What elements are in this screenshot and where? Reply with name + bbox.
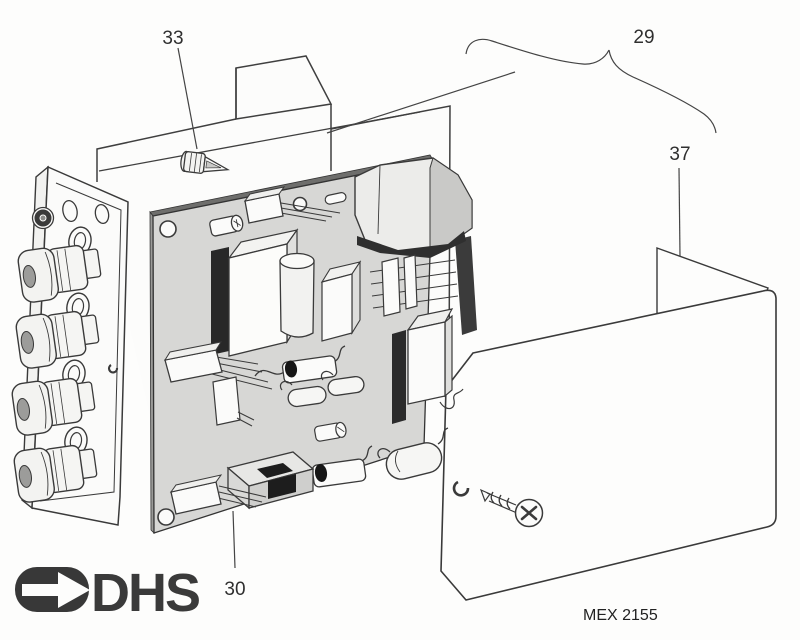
pcb-slot: [324, 192, 347, 205]
pin-header: [243, 186, 341, 224]
leader-line-37: [678, 167, 681, 257]
diode-pill: [279, 370, 365, 408]
panel-hole: [62, 199, 78, 223]
pin-header: [169, 474, 267, 515]
resistor: [254, 345, 346, 384]
leader-line-33: [177, 47, 198, 150]
chassis-fold-tab: [235, 55, 333, 171]
panel-hole: [94, 203, 110, 225]
callout-29-label: 29: [633, 27, 654, 48]
panel-screw-hole: [107, 364, 119, 374]
cast-shadow: [455, 236, 477, 335]
narrow-box-component: [212, 376, 255, 427]
callouts: [177, 38, 717, 569]
small-box-component: [320, 260, 362, 342]
pcb-hole: [157, 508, 175, 526]
pin-header: [163, 341, 273, 390]
dhs-logo: DHS: [15, 563, 201, 623]
callout-30-label: 30: [224, 579, 245, 600]
callout-37-label: 37: [669, 144, 690, 165]
capacitor-small: [314, 421, 347, 442]
callout-33-label: 33: [162, 28, 183, 49]
cover-screw: [479, 488, 544, 528]
capacitor-large: [279, 252, 315, 338]
figure-caption: MEX 2155: [583, 607, 658, 624]
phono-jack: [31, 206, 55, 230]
pcb-hole: [159, 220, 177, 238]
cover-screw-hole: [452, 480, 470, 497]
tall-box-component: [392, 308, 464, 424]
pcb-hole: [292, 196, 308, 212]
leader-line-30: [232, 510, 236, 569]
circuit-board: [149, 154, 473, 534]
brace-29: [465, 38, 717, 134]
arrow-icon: [22, 572, 90, 608]
transformer-large: [354, 157, 473, 317]
rivet-fastener-33: [180, 150, 230, 174]
logo-text: DHS: [91, 563, 199, 623]
side-cover-37: [440, 247, 777, 601]
leader-line-29: [326, 71, 516, 134]
fuse-pill-large: [377, 427, 449, 480]
capacitor: [209, 214, 244, 237]
